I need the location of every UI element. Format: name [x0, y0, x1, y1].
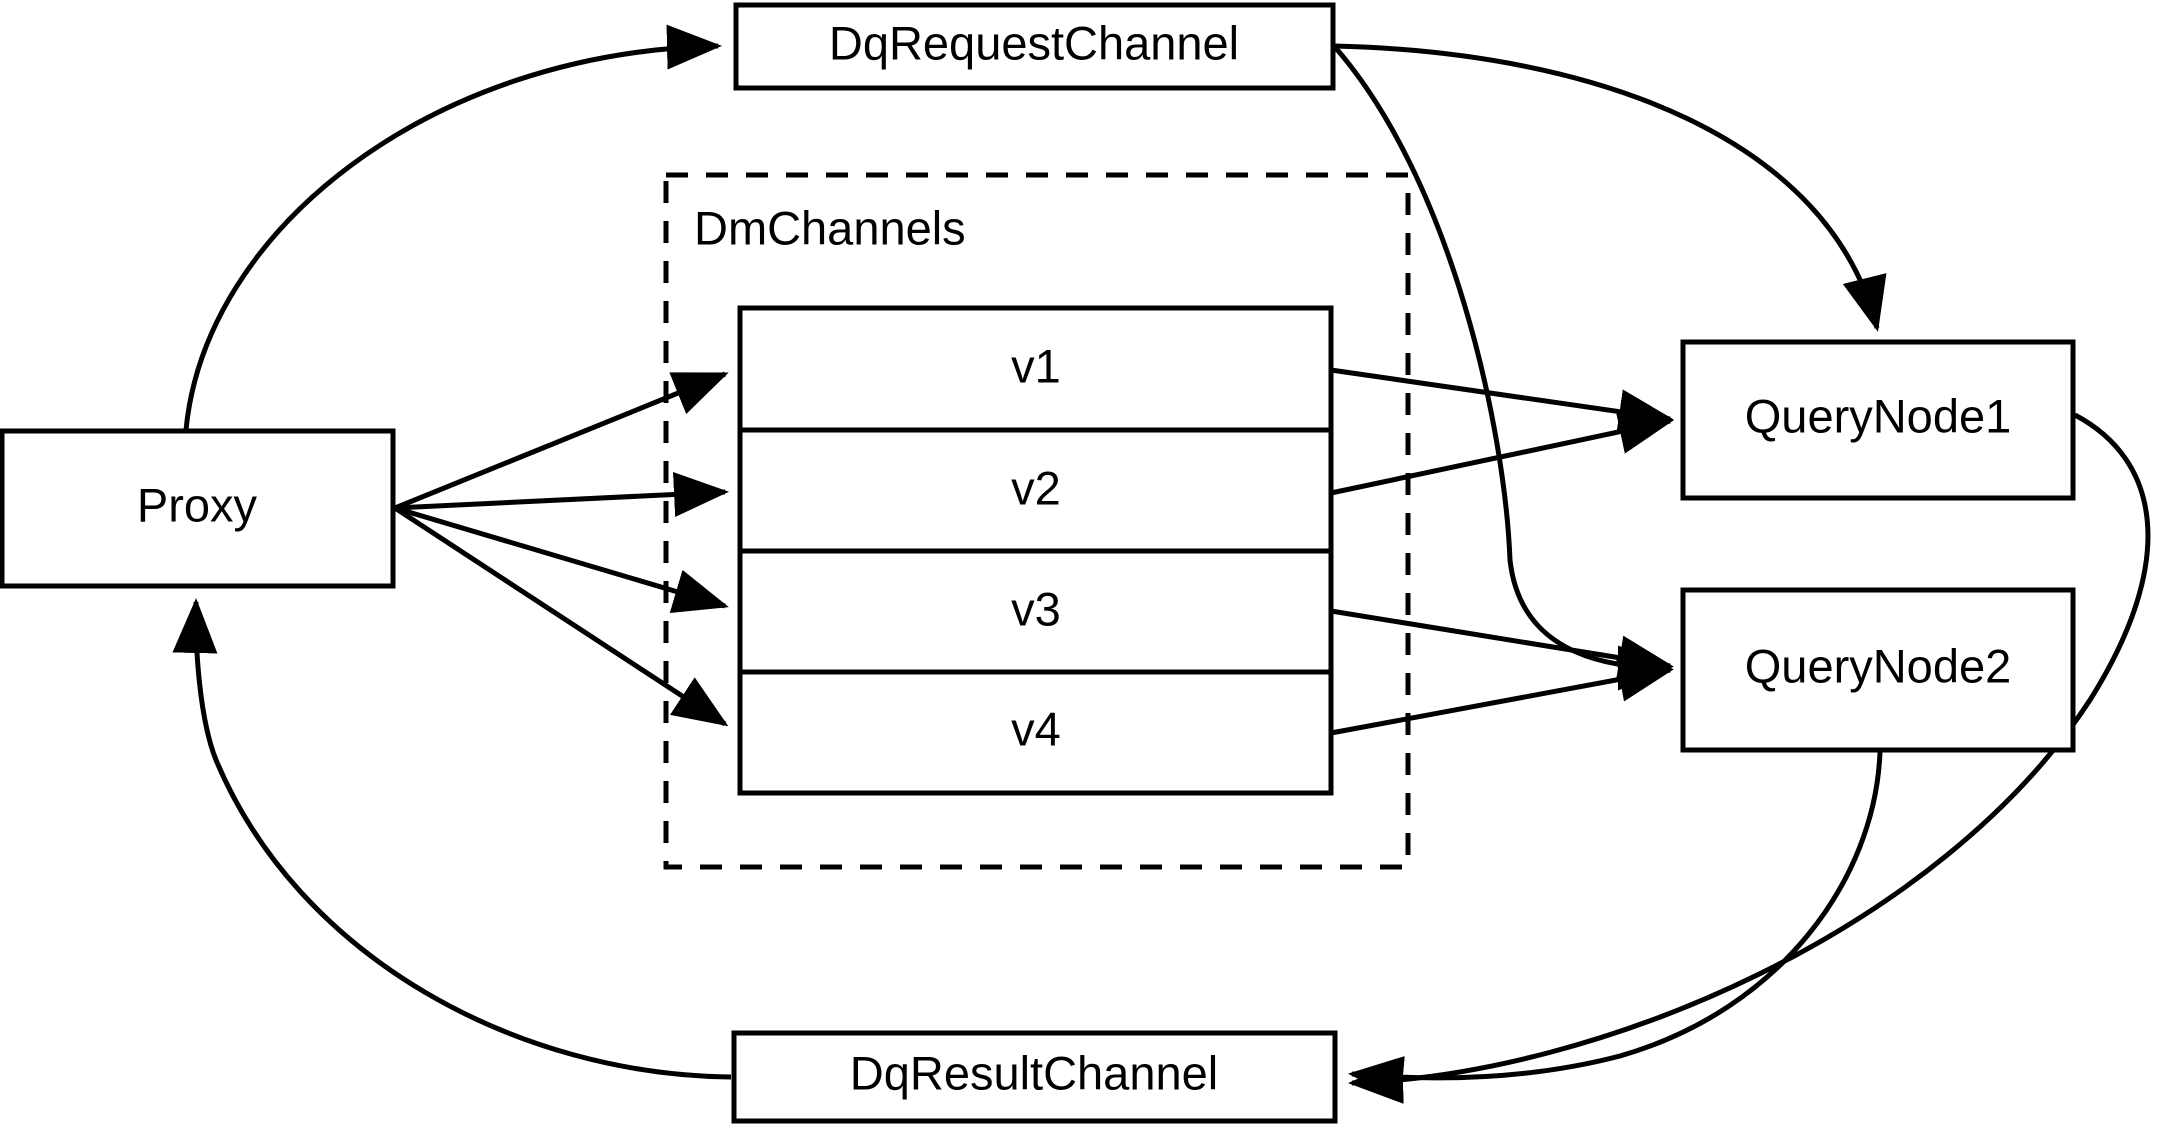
- node-query-node-2-box: [1680, 587, 2076, 753]
- edge-dqrequestchannel-to-querynode1: [1333, 43, 1887, 332]
- dm-channel-label-v2: v2: [1011, 461, 1061, 514]
- dm-channel-label-v4: v4: [1011, 702, 1061, 755]
- node-query-node-2[interactable]: QueryNode2: [1680, 587, 2076, 753]
- edge-querynode2-to-dqresultchannel: [1348, 751, 1883, 1101]
- dm-channels-group: [663, 172, 1411, 870]
- node-dq-result-channel-box: [731, 1030, 1338, 1124]
- node-proxy-box: [0, 428, 396, 589]
- node-query-node-1-box: [1680, 339, 2076, 501]
- dm-channel-label-v3: v3: [1011, 582, 1061, 635]
- node-query-node-1[interactable]: QueryNode1: [1680, 339, 2076, 501]
- edge-v1-to-querynode1: [1330, 367, 1674, 434]
- dm-channel-row-v4[interactable]: v4: [1011, 702, 1061, 755]
- edge-proxy-to-dqrequestchannel: [183, 24, 722, 431]
- edge-proxy-to-v3: [394, 505, 729, 614]
- edge-dqresultchannel-to-proxy: [172, 598, 732, 1080]
- dm-channel-row-v1[interactable]: v1: [1011, 339, 1061, 392]
- edge-dqrequestchannel-to-querynode2: [1332, 44, 1674, 691]
- node-dq-result-channel[interactable]: DqResultChannel: [731, 1030, 1338, 1124]
- dm-channel-label-v1: v1: [1011, 339, 1061, 392]
- edge-proxy-to-v1: [394, 371, 729, 511]
- edge-v4-to-querynode2: [1330, 657, 1674, 736]
- node-query-node-2-label: QueryNode2: [1745, 639, 2012, 692]
- edge-proxy-to-v4: [393, 505, 729, 727]
- edge-proxy-to-v2: [394, 471, 729, 517]
- dm-channel-row-v3[interactable]: v3: [1011, 582, 1061, 635]
- edge-v2-to-querynode1: [1330, 409, 1674, 496]
- node-proxy[interactable]: Proxy: [0, 428, 396, 589]
- node-dq-request-channel-label: DqRequestChannel: [829, 16, 1239, 69]
- node-query-node-1-label: QueryNode1: [1745, 389, 2012, 442]
- edge-v3-to-querynode2: [1330, 608, 1674, 681]
- node-proxy-label: Proxy: [137, 478, 258, 531]
- edge-querynode1-to-dqresultchannel: [1348, 412, 2151, 1104]
- node-dq-request-channel-box: [733, 2, 1336, 91]
- node-dq-result-channel-label: DqResultChannel: [850, 1046, 1218, 1099]
- node-dq-request-channel[interactable]: DqRequestChannel: [733, 2, 1336, 91]
- dm-channels-label: DmChannels: [694, 201, 966, 254]
- dm-channel-row-v2[interactable]: v2: [1011, 461, 1061, 514]
